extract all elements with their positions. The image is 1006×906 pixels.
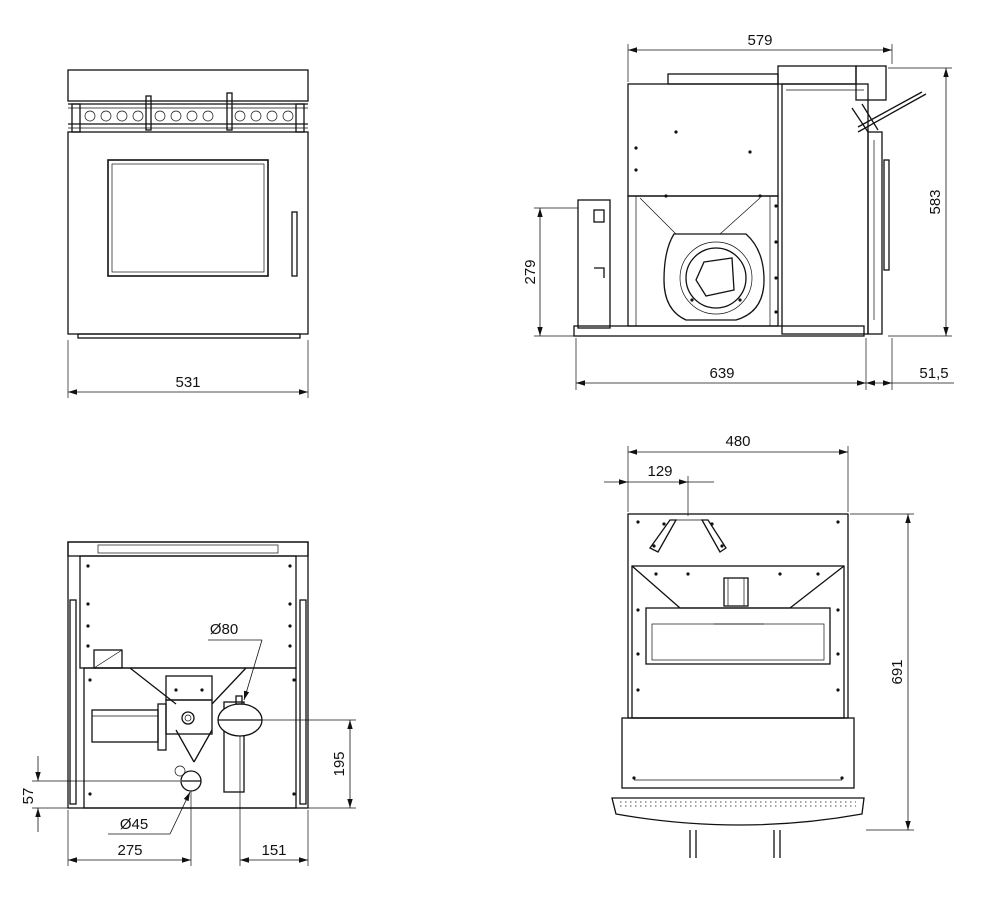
rear-view: Ø80 Ø45 195 57 275 xyxy=(20,541,356,866)
dimension-base: 639 xyxy=(575,338,867,390)
dim-side-offset: 51,5 xyxy=(919,365,948,382)
dimension-depth: 579 xyxy=(627,32,893,82)
hopper-left xyxy=(577,199,611,329)
top-brackets xyxy=(649,519,727,553)
door-front xyxy=(867,131,883,335)
dim-air-diameter: Ø45 xyxy=(120,816,148,833)
dimension-air-diameter: Ø45 xyxy=(108,791,191,835)
top-door xyxy=(621,717,855,789)
dim-top-depth: 691 xyxy=(889,659,906,684)
top-burner xyxy=(645,607,831,665)
dimension-top-offset: 129 xyxy=(604,463,714,516)
dimension-top-width: 480 xyxy=(627,433,849,512)
fan-impeller xyxy=(695,257,735,297)
grate-holes xyxy=(84,110,294,122)
fan-inlet-circle xyxy=(685,247,747,309)
dimension-air-offset: 275 xyxy=(67,791,192,866)
dim-air-offset: 275 xyxy=(117,842,142,859)
rear-dots xyxy=(86,564,296,796)
dimension-top-depth: 691 xyxy=(850,513,914,831)
motor-hub xyxy=(181,711,195,725)
motor-plate xyxy=(165,699,213,735)
dim-top-width: 480 xyxy=(725,433,750,450)
base-plinth xyxy=(77,333,301,339)
upper-body xyxy=(627,83,779,197)
side-dots xyxy=(634,130,778,314)
rear-upper-panel xyxy=(79,555,297,669)
dimension-air-height: 57 xyxy=(20,756,180,832)
dim-flue-diameter: Ø80 xyxy=(210,621,238,638)
top-cover xyxy=(67,69,309,102)
door-frame xyxy=(67,131,309,335)
door-handle xyxy=(291,211,298,277)
front-view: 531 xyxy=(67,69,309,398)
top-grille xyxy=(611,797,865,826)
rear-lower-panel xyxy=(83,667,297,809)
top-body xyxy=(627,513,849,719)
dim-side-depth: 579 xyxy=(747,32,772,49)
dimension-flue-height: 195 xyxy=(262,719,356,809)
dim-front-width: 531 xyxy=(175,374,200,391)
top-view: 480 129 691 xyxy=(604,433,914,858)
dimension-offset: 51,5 xyxy=(866,338,954,390)
dimension-height: 583 xyxy=(888,67,952,337)
rear-hatch xyxy=(91,709,159,743)
dim-flue-offset: 151 xyxy=(261,842,286,859)
ash-handle xyxy=(851,91,927,133)
side-view: 579 583 279 639 51,5 xyxy=(522,32,954,390)
dim-side-height: 583 xyxy=(927,189,944,214)
dimension-opening: 279 xyxy=(522,207,578,337)
fan-housing xyxy=(663,233,765,321)
funnel xyxy=(129,667,247,763)
dimension-flue-diameter: Ø80 xyxy=(208,621,263,701)
dim-side-base: 639 xyxy=(709,365,734,382)
dim-side-opening: 279 xyxy=(522,259,539,284)
grate-rail xyxy=(68,92,308,133)
dimension-flue-offset: 151 xyxy=(239,736,309,866)
top-inner xyxy=(631,565,845,719)
dim-top-offset: 129 xyxy=(647,463,672,480)
air-inlet xyxy=(174,765,202,792)
top-dots xyxy=(632,520,844,780)
top-hopper xyxy=(631,565,845,609)
side-base xyxy=(573,325,865,337)
side-door xyxy=(781,83,869,335)
door-glass xyxy=(107,159,269,277)
dim-flue-height: 195 xyxy=(331,751,348,776)
combustion-chamber xyxy=(627,195,779,327)
rear-outline xyxy=(67,541,309,809)
dimension-width: 531 xyxy=(67,340,309,398)
dim-air-height: 57 xyxy=(20,788,37,805)
